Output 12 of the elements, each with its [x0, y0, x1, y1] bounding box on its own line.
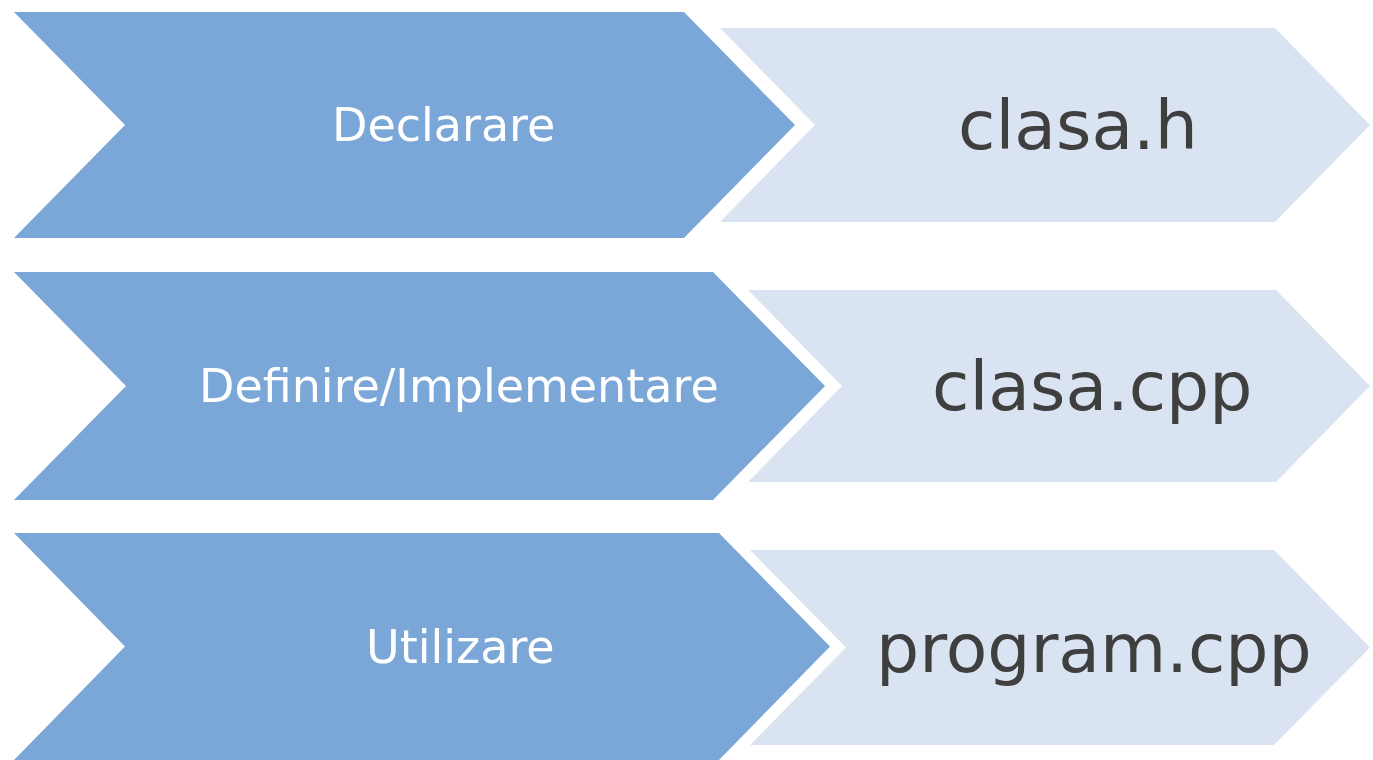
step-label: program.cpp	[876, 608, 1312, 687]
step-label: clasa.h	[958, 85, 1198, 165]
step-label: Declarare	[332, 98, 556, 152]
step-label: Utilizare	[366, 619, 555, 674]
step-label: Definire/Implementare	[199, 359, 719, 413]
chevron-step	[14, 12, 795, 238]
chevron-step	[14, 272, 825, 500]
chevron-step	[720, 28, 1370, 222]
chevron-step	[748, 290, 1370, 482]
step-label: clasa.cpp	[932, 346, 1253, 426]
chevron-step	[14, 533, 830, 760]
chevron-step	[750, 550, 1370, 745]
